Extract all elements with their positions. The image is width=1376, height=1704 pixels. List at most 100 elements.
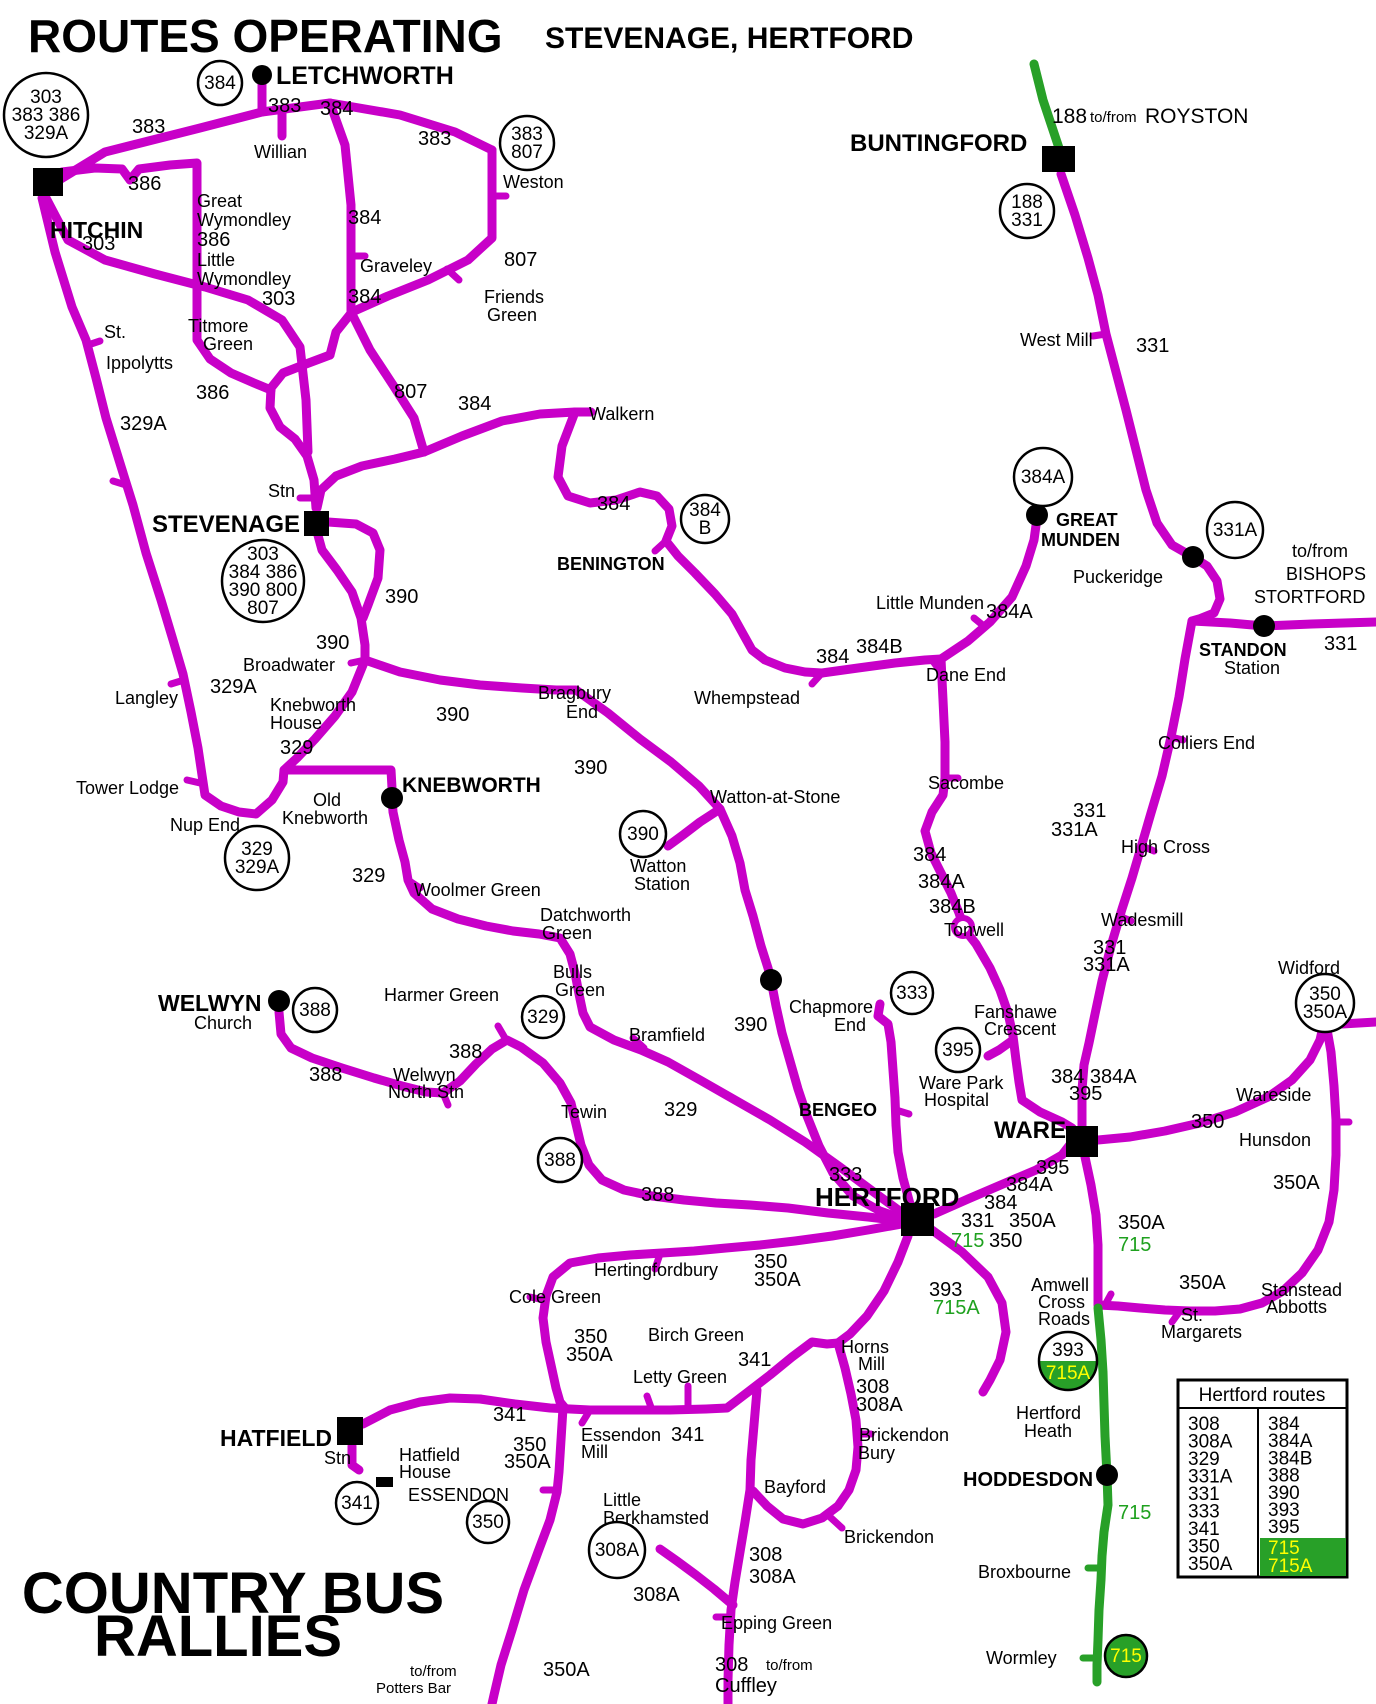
hatfield-town-square bbox=[337, 1417, 363, 1445]
legend-route-right: 390 bbox=[1268, 1483, 1300, 1504]
map-label: 303 bbox=[262, 288, 295, 310]
map-label: 384 bbox=[348, 286, 381, 308]
map-label: 807 bbox=[394, 381, 427, 403]
map-label: Hunsdon bbox=[1239, 1130, 1311, 1150]
route-number: 329A bbox=[235, 857, 280, 878]
map-label: 308A bbox=[856, 1394, 903, 1416]
map-label: LETCHWORTH bbox=[276, 62, 454, 90]
map-label: Bayford bbox=[764, 1477, 826, 1497]
map-label: 341 bbox=[493, 1404, 526, 1426]
map-label: 395 bbox=[1069, 1083, 1102, 1105]
welwyn-stop-dot bbox=[268, 990, 290, 1012]
map-label: Knebworth bbox=[282, 808, 368, 828]
map-label: Ware Park bbox=[919, 1073, 1004, 1093]
map-label: St. bbox=[1181, 1305, 1203, 1325]
map-label: 308A bbox=[749, 1566, 796, 1588]
map-label: High Cross bbox=[1121, 837, 1210, 857]
map-label: Datchworth bbox=[540, 905, 631, 925]
route-number: 329 bbox=[527, 1007, 559, 1028]
map-label: 331 bbox=[1093, 937, 1126, 959]
map-label: 341 bbox=[671, 1424, 704, 1446]
map-label: Berkhamsted bbox=[603, 1508, 709, 1528]
map-label: 341 bbox=[738, 1349, 771, 1371]
map-label: Graveley bbox=[360, 256, 432, 276]
map-label: 350A bbox=[566, 1344, 613, 1366]
map-label: Colliers End bbox=[1158, 733, 1255, 753]
map-label: Langley bbox=[115, 688, 178, 708]
map-label: 384A bbox=[986, 601, 1033, 623]
map-label: STANDON bbox=[1199, 640, 1287, 660]
map-label: End bbox=[834, 1015, 866, 1035]
legend-route-left: 331 bbox=[1188, 1484, 1220, 1505]
legend-route-green: 715A bbox=[1268, 1556, 1313, 1577]
map-label: 303 bbox=[82, 233, 115, 255]
map-label: Tonwell bbox=[944, 920, 1004, 940]
map-label: Weston bbox=[503, 172, 564, 192]
map-label: Brickendon bbox=[844, 1527, 934, 1547]
map-label: Little bbox=[197, 250, 235, 270]
map-label: Harmer Green bbox=[384, 985, 499, 1005]
great-munden-stop-dot bbox=[1026, 504, 1048, 526]
map-label: HERTFORD bbox=[815, 1182, 959, 1212]
map-label: House bbox=[270, 713, 322, 733]
map-label: Watton-at-Stone bbox=[710, 787, 840, 807]
route-number-circle: 329 bbox=[520, 994, 566, 1040]
map-label: to/from bbox=[410, 1663, 457, 1680]
page-title: ROUTES OPERATING bbox=[28, 10, 503, 62]
legend-route-right: 393 bbox=[1268, 1500, 1300, 1521]
map-label: Dane End bbox=[926, 665, 1006, 685]
map-label: 329 bbox=[352, 865, 385, 887]
route-number-circle: 388 bbox=[536, 1136, 584, 1184]
map-label: 329 bbox=[664, 1099, 697, 1121]
map-label: Horns bbox=[841, 1337, 889, 1357]
map-label: WELWYN bbox=[158, 990, 262, 1016]
route-number: 350A bbox=[1303, 1002, 1348, 1023]
map-label: Wymondley bbox=[197, 269, 291, 289]
map-label: 388 bbox=[449, 1041, 482, 1063]
route-number: 333 bbox=[896, 983, 928, 1004]
map-label: Green bbox=[203, 334, 253, 354]
route-number: 390 bbox=[627, 824, 659, 845]
map-label: Station bbox=[1224, 658, 1280, 678]
map-label: 715A bbox=[933, 1297, 980, 1319]
map-label: Abbotts bbox=[1266, 1297, 1327, 1317]
map-label: Fanshawe bbox=[974, 1002, 1057, 1022]
route-number: 383 bbox=[511, 124, 543, 145]
map-label: HITCHIN bbox=[50, 217, 143, 243]
map-label: GREAT bbox=[1056, 510, 1118, 530]
green-route-lines bbox=[1029, 59, 1113, 1687]
map-label: ESSENDON bbox=[408, 1485, 509, 1505]
route-number: 308A bbox=[595, 1540, 640, 1561]
route-number: 807 bbox=[247, 598, 279, 619]
map-label: 329A bbox=[210, 676, 257, 698]
stevenage-town-square bbox=[304, 511, 329, 536]
map-label: 384B bbox=[856, 636, 903, 658]
route-number: 395 bbox=[942, 1040, 974, 1061]
map-label: End bbox=[566, 702, 598, 722]
map-label: Mill bbox=[581, 1442, 608, 1462]
map-label: Cole Green bbox=[509, 1287, 601, 1307]
map-label: 350 bbox=[513, 1434, 546, 1456]
map-label: Heath bbox=[1024, 1421, 1072, 1441]
map-label: Station bbox=[634, 874, 690, 894]
map-label: 308 bbox=[856, 1376, 889, 1398]
map-label: Epping Green bbox=[721, 1613, 832, 1633]
map-label: 384 bbox=[816, 646, 849, 668]
map-label: West Mill bbox=[1020, 330, 1093, 350]
route-number-circle: 384 bbox=[196, 59, 244, 107]
map-label: 384 384A bbox=[1051, 1066, 1137, 1088]
map-label: 350A bbox=[543, 1659, 590, 1681]
map-label: Letty Green bbox=[633, 1367, 727, 1387]
map-label: HODDESDON bbox=[963, 1469, 1093, 1491]
map-label: 384 bbox=[984, 1192, 1017, 1214]
map-label: 333 bbox=[829, 1164, 862, 1186]
map-label: 384B bbox=[929, 896, 976, 918]
legend-route-left: 331A bbox=[1188, 1467, 1233, 1488]
map-label: Knebworth bbox=[270, 695, 356, 715]
route-number: 350 bbox=[1309, 984, 1341, 1005]
map-label: 384A bbox=[918, 871, 965, 893]
map-label: Crescent bbox=[984, 1019, 1056, 1039]
